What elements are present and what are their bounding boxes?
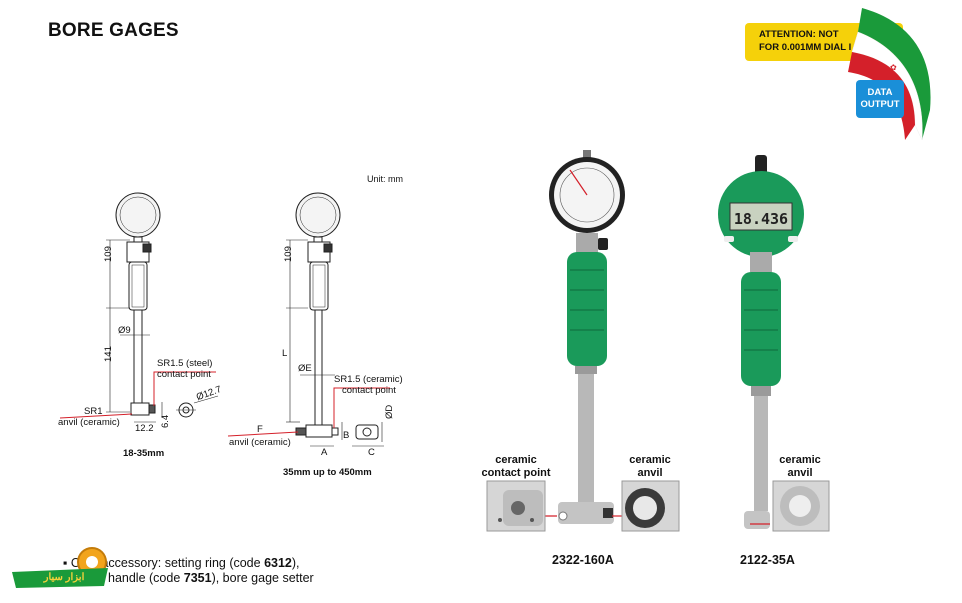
dim-12-2: 12.2 [135,423,154,434]
digital-handle [741,272,781,386]
analog-inset1-label: ceramic contact point [478,454,554,480]
page-title: BORE GAGES [48,20,179,41]
digital-readout: 18.436 [733,210,789,228]
dim-F: F [257,424,263,435]
dim-B: B [343,430,350,441]
accessory-line1-text: accessory: setting ring (code [101,556,265,570]
accessory-line1: ▪ O accessory: setting ring (code 6312), [63,556,300,570]
accessory-text: ▪ O accessory: setting ring (code 6312),… [63,556,314,586]
model-2122-35A: 2122-35A [740,553,795,567]
analog-handle [567,252,607,366]
attention-line2: FOR 0.001MM DIAL I [759,42,852,53]
accessory-line1-suffix: ), [291,556,300,570]
dim-C: C [368,447,375,458]
dim-L: L [282,348,288,359]
accessory-line2-text: handle (code [108,571,184,585]
analog-inset2-line2: anvil [637,467,663,479]
analog-inset1-line1: ceramic [495,454,537,466]
dia-E-label: ØE [298,363,312,374]
analog-inset2-line1: ceramic [629,454,671,466]
unit-label: Unit: mm [367,174,403,184]
dim-A: A [321,447,328,458]
logo-text: ابزار سیار [43,572,85,583]
anvil-ceramic-label-1: anvil (ceramic) [58,417,120,428]
accessory-line2: handle (code 7351), bore gage setter [63,571,314,586]
model-2322-160A: 2322-160A [552,553,614,567]
handle-code: 7351 [183,571,212,585]
data-output-line1: DATA [867,87,893,98]
contact-point-label-2: contact point [342,385,396,396]
sr15-ceramic-label: SR1.5 (ceramic) [334,374,403,385]
attention-line1: ATTENTION: NOT [759,29,839,40]
data-output-line2: OUTPUT [860,99,900,110]
sr1-label: SR1 [84,406,103,417]
digital-inset-line1: ceramic [779,454,821,466]
accessory-line2-suffix: ), bore gage setter [211,571,314,585]
sr15-steel-label: SR1.5 (steel) [157,358,213,369]
contact-point-label-1: contact point [157,369,211,380]
setting-ring-code: 6312 [264,556,292,570]
caption-35-450mm: 35mm up to 450mm [283,467,372,478]
caption-18-35mm: 18-35mm [123,448,165,459]
digital-inset-label: ceramic anvil [770,454,830,480]
dia-9-label: Ø9 [118,325,131,336]
analog-inset2-label: ceramic anvil [620,454,680,480]
accessory-prefix: O [70,556,81,570]
digital-inset-line2: anvil [787,467,813,479]
data-output-badge: DATA OUTPUT [856,80,904,118]
anvil-ceramic-label-2: anvil (ceramic) [229,437,291,448]
analog-inset1-line2: contact point [481,467,551,479]
